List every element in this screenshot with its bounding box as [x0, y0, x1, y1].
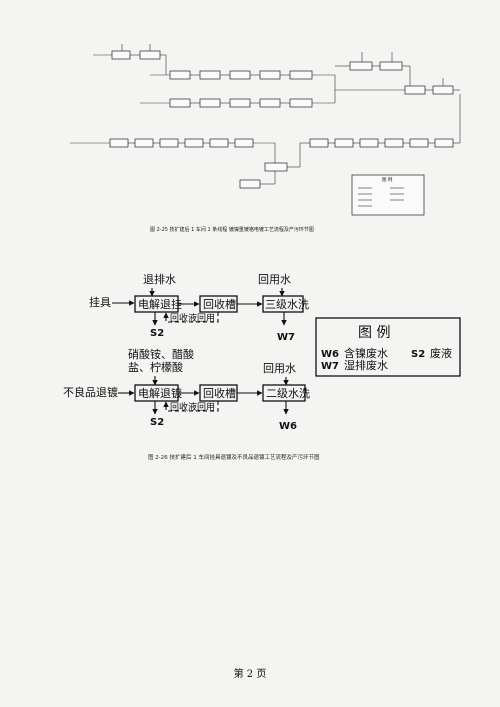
waste-solid-s2-row2: S2 [150, 417, 164, 428]
step-recovery-tank-2: 回收槽 [203, 386, 236, 400]
left-label-defective-stripping: 不良品退镀 [63, 385, 118, 399]
process-row-defective-stripping: 硝酸铵、醋酸 盐、柠檬酸 不良品退镀 电解退镀 回收槽 回用水 二级水洗 回收液… [63, 347, 310, 432]
left-label-hanger: 挂具 [89, 295, 111, 309]
page-number: 第 2 页 [233, 669, 267, 680]
recovery-return-label-1: 回收液回用 [170, 312, 215, 324]
input-label-chemicals-line2: 盐、柠檬酸 [128, 360, 183, 374]
legend-text-w7: 湿排废水 [344, 358, 388, 372]
process-row-hanger-stripping: 退排水 挂具 电解退挂 回收槽 回用水 三级水洗 回收液回用 S2 W7 [89, 272, 309, 343]
figure-1-legend-title: 图 例 [382, 176, 393, 183]
figure-1-legend: 图 例 [351, 174, 425, 216]
step-two-stage-rinse: 二级水洗 [266, 387, 310, 400]
figure-2-legend: 图 例 W6 含镍废水 S2 废液 W7 湿排废水 [315, 317, 461, 377]
waste-water-w7: W7 [277, 332, 295, 343]
figure-1-flow-diagram: 图 例 [70, 44, 461, 216]
legend-code-w7: W7 [321, 361, 339, 372]
figure-2-caption: 图 2-26 技扩建后 1 车间挂具退镀及不良品退镀工艺流程及产污环节图 [148, 455, 320, 461]
input-label-chemicals-line1: 硝酸铵、醋酸 [128, 347, 194, 361]
legend-text-s2: 废液 [430, 346, 452, 360]
figure-1-row-3 [140, 75, 454, 108]
legend-code-w6: W6 [321, 349, 339, 360]
legend-code-s2: S2 [411, 349, 425, 360]
legend-title: 图 例 [358, 325, 390, 341]
figure-1-row-1 [93, 44, 167, 75]
step-recovery-tank-1: 回收槽 [203, 297, 236, 311]
input-label-stripping-water: 退排水 [143, 272, 176, 286]
waste-solid-s2-row1: S2 [150, 328, 164, 339]
step-electrolytic-deplating: 电解退镀 [138, 386, 182, 400]
reuse-water-label-1: 回用水 [258, 273, 291, 286]
step-three-stage-rinse: 三级水洗 [265, 298, 309, 311]
figure-1-row-4 [70, 89, 461, 189]
step-electrolytic-hanger-strip: 电解退挂 [138, 297, 182, 311]
recovery-return-label-2: 回收液回用 [170, 401, 215, 413]
reuse-water-label-2: 回用水 [263, 362, 296, 375]
waste-water-w6: W6 [279, 421, 297, 432]
legend-text-w6: 含镍废水 [344, 346, 388, 360]
figure-1-row-2 [150, 52, 411, 90]
figure-1-caption: 图 2-25 技扩建后 1 车间 1 条线程 镀镍重镀铬电镀工艺流程及产污环节图 [150, 227, 314, 233]
